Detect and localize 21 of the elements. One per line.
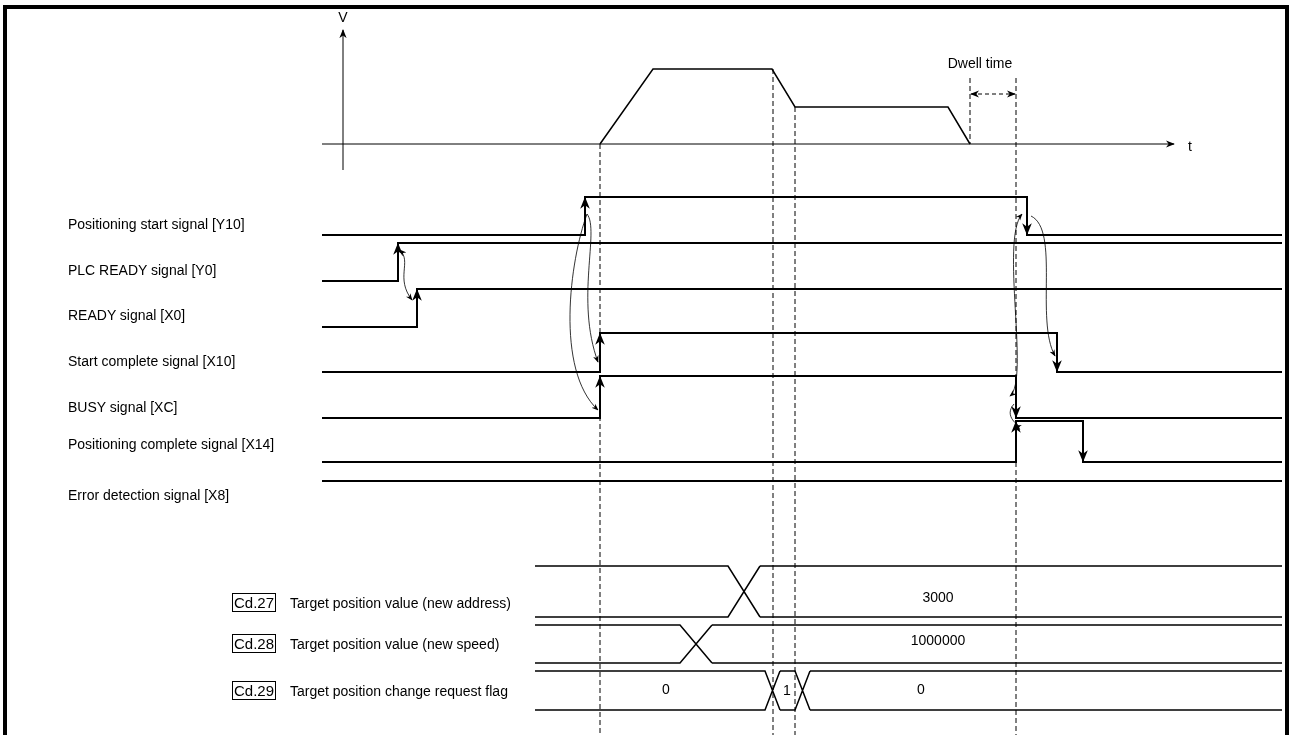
parameter-name: Target position value (new speed) [290, 636, 500, 652]
signal-name: Positioning complete signal [X14] [68, 436, 275, 452]
axis-label: V [338, 9, 348, 25]
bus-value: 0 [662, 681, 670, 697]
parameter-code: Cd.29 [232, 681, 277, 700]
bus-value: 1000000 [910, 632, 966, 648]
signal-name: Error detection signal [X8] [68, 487, 230, 503]
axis-label: t [1188, 138, 1192, 154]
parameter-code: Cd.28 [232, 634, 277, 653]
parameter-name: Target position value (new address) [290, 595, 511, 611]
signal-name: PLC READY signal [Y0] [68, 262, 217, 278]
parameter-name: Target position change request flag [290, 683, 508, 699]
signal-name: Positioning start signal [Y10] [68, 216, 245, 232]
duration-label: Dwell time [947, 55, 1013, 71]
signal-name: Start complete signal [X10] [68, 353, 236, 369]
signal-name: READY signal [X0] [68, 307, 186, 323]
parameter-code: Cd.27 [232, 593, 277, 612]
bus-value: 1 [783, 682, 791, 698]
bus-value: 0 [917, 681, 925, 697]
signal-name: BUSY signal [XC] [68, 399, 178, 415]
bus-value: 3000 [922, 589, 954, 605]
